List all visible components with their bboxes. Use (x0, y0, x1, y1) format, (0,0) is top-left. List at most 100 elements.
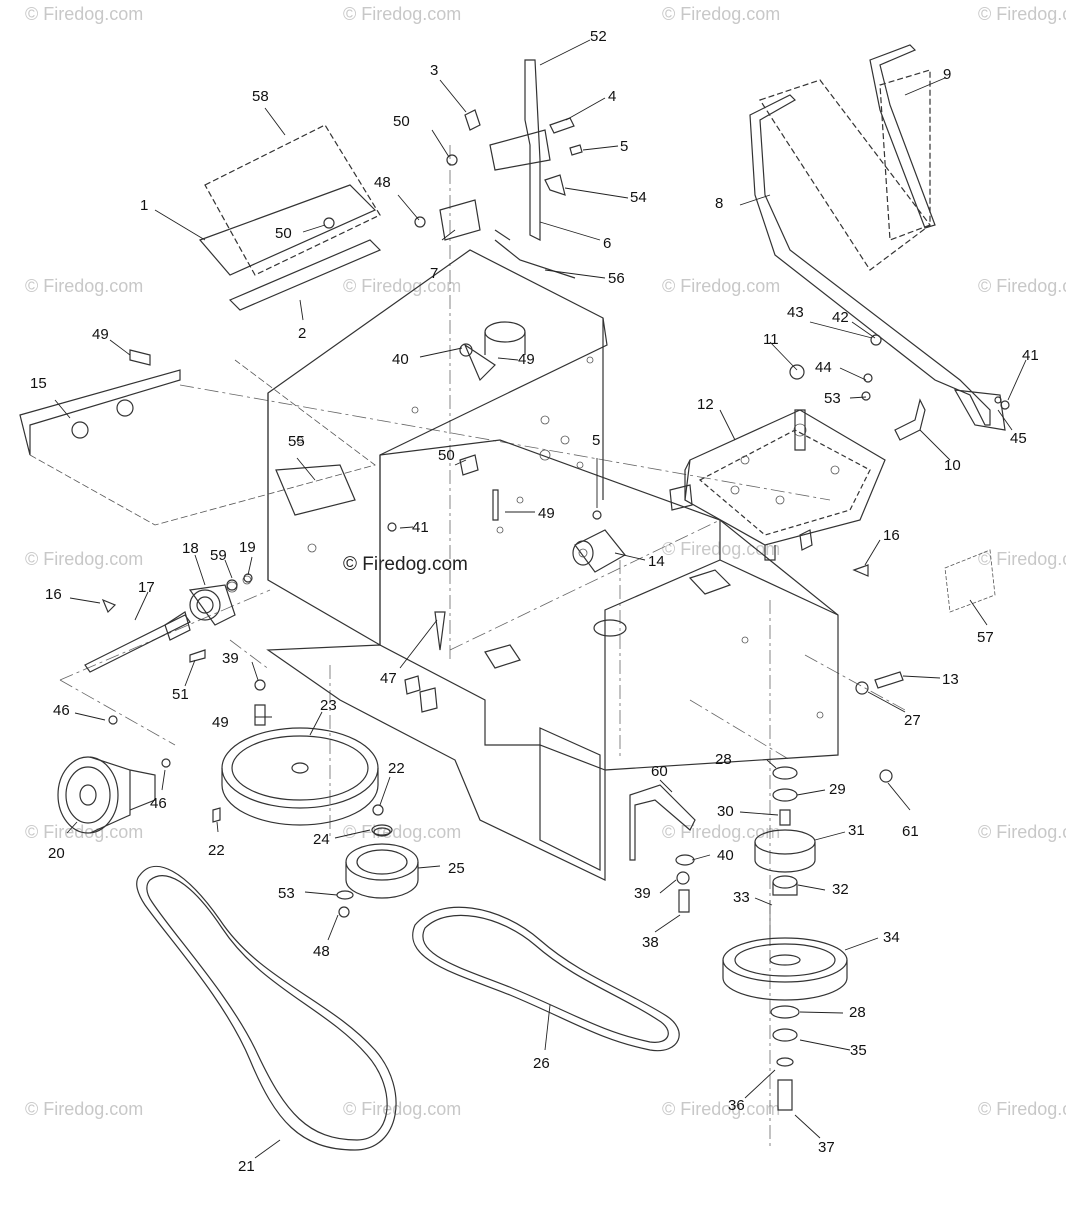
bracket-10 (894, 398, 926, 441)
shift-lever (489, 59, 576, 279)
gearbox (669, 409, 886, 561)
callout-4: 4 (608, 88, 616, 105)
callout-54: 54 (630, 189, 647, 206)
callout-10: 10 (944, 457, 961, 474)
callout-25: 25 (448, 860, 465, 877)
callout-21: 21 (238, 1158, 255, 1175)
callout-6: 6 (603, 235, 611, 252)
callout-47: 47 (380, 670, 397, 687)
center-lines (59, 145, 906, 1150)
callout-42: 42 (832, 309, 849, 326)
seat-bracket (198, 124, 382, 311)
watermark: © Firedog.com (25, 1099, 143, 1119)
belts (136, 865, 680, 1151)
watermark: © Firedog.com (978, 549, 1066, 569)
callout-57: 57 (977, 629, 994, 646)
callout-30: 30 (717, 803, 734, 820)
callout-43: 43 (787, 304, 804, 321)
coupler-14 (572, 529, 626, 573)
callout-50: 50 (393, 113, 410, 130)
callout-15: 15 (30, 375, 47, 392)
callout-50: 50 (438, 447, 455, 464)
watermark: © Firedog.com (662, 276, 780, 296)
watermark: © Firedog.com (25, 4, 143, 24)
callout-24: 24 (313, 831, 330, 848)
callout-39: 39 (222, 650, 239, 667)
callouts: 52 3 4 58 50 5 48 54 1 50 6 7 8 9 2 56 4… (30, 28, 1039, 1175)
callout-12: 12 (697, 396, 714, 413)
callout-3: 3 (430, 62, 438, 79)
pulley-23 (221, 727, 379, 826)
callout-50: 50 (275, 225, 292, 242)
callout-16: 16 (883, 527, 900, 544)
callout-2: 2 (298, 325, 306, 342)
callout-7: 7 (430, 265, 438, 282)
callout-55: 55 (288, 433, 305, 450)
callout-58: 58 (252, 88, 269, 105)
callout-38: 38 (642, 934, 659, 951)
callout-53: 53 (824, 390, 841, 407)
callout-45: 45 (1010, 430, 1027, 447)
callout-61: 61 (902, 823, 919, 840)
callout-27: 27 (904, 712, 921, 729)
decal-57 (944, 549, 996, 613)
callout-28: 28 (849, 1004, 866, 1021)
callout-40: 40 (717, 847, 734, 864)
callout-49: 49 (212, 714, 229, 731)
callout-22: 22 (208, 842, 225, 859)
hardware (101, 109, 1010, 918)
callout-40: 40 (392, 351, 409, 368)
watermark: © Firedog.com (343, 4, 461, 24)
callout-13: 13 (942, 671, 959, 688)
callout-36: 36 (728, 1097, 745, 1114)
callout-41: 41 (412, 519, 429, 536)
callout-46: 46 (150, 795, 167, 812)
watermark: © Firedog.com (978, 276, 1066, 296)
pulley-25 (345, 824, 419, 899)
callout-39: 39 (634, 885, 651, 902)
callout-37: 37 (818, 1139, 835, 1156)
callout-26: 26 (533, 1055, 550, 1072)
watermark: © Firedog.com (25, 549, 143, 569)
callout-20: 20 (48, 845, 65, 862)
callout-28: 28 (715, 751, 732, 768)
callout-16: 16 (45, 586, 62, 603)
callout-48: 48 (374, 174, 391, 191)
callout-8: 8 (715, 195, 723, 212)
callout-51: 51 (172, 686, 189, 703)
watermark-center: © Firedog.com (343, 554, 468, 575)
chassis-frame (266, 249, 839, 881)
callout-18: 18 (182, 540, 199, 557)
callout-14: 14 (648, 553, 665, 570)
watermark: © Firedog.com (343, 276, 461, 296)
callout-59: 59 (210, 547, 227, 564)
pulley-stack (722, 766, 848, 1111)
callout-49: 49 (538, 505, 555, 522)
callout-46: 46 (53, 702, 70, 719)
watermark: © Firedog.com (978, 822, 1066, 842)
callout-11: 11 (763, 331, 779, 348)
callout-44: 44 (815, 359, 832, 376)
watermark: © Firedog.com (343, 1099, 461, 1119)
watermark: © Firedog.com (343, 822, 461, 842)
callout-49: 49 (518, 351, 535, 368)
watermark: © Firedog.com (25, 276, 143, 296)
callout-5: 5 (620, 138, 628, 155)
leader-lines (54, 39, 1027, 1159)
callout-31: 31 (848, 822, 865, 839)
callout-17: 17 (138, 579, 155, 596)
callout-49: 49 (92, 326, 109, 343)
callout-48: 48 (313, 943, 330, 960)
callout-9: 9 (943, 66, 951, 83)
panel-15 (19, 359, 376, 526)
callout-1: 1 (140, 197, 148, 214)
watermark: © Firedog.com (662, 1099, 780, 1119)
callout-53: 53 (278, 885, 295, 902)
callout-41: 41 (1022, 347, 1039, 364)
bracket-60 (629, 784, 696, 861)
callout-56: 56 (608, 270, 625, 287)
handlebars (749, 44, 1006, 431)
callout-5: 5 (592, 432, 600, 449)
